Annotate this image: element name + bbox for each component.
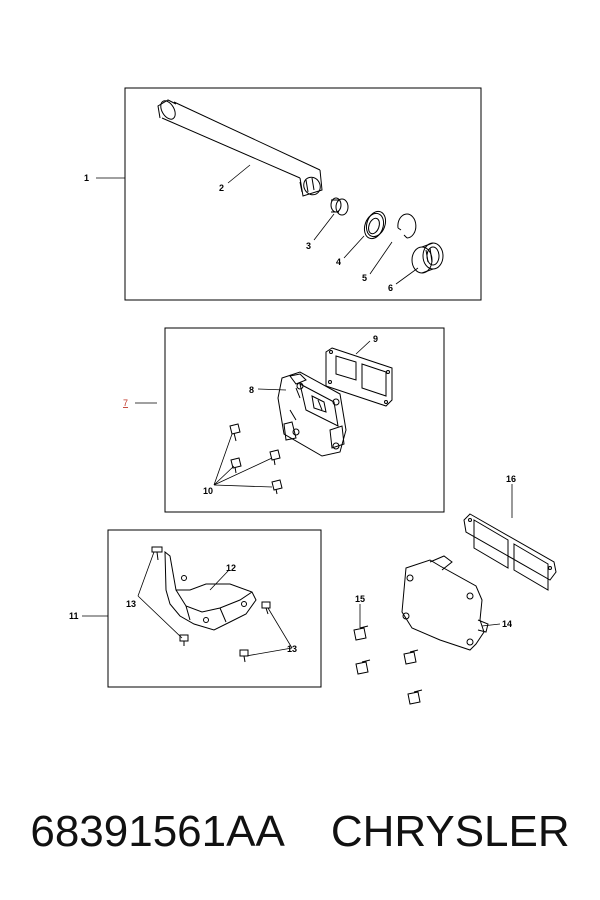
snap-ring-drawing xyxy=(397,213,417,239)
brand-name: CHRYSLER xyxy=(330,807,570,856)
group-frame-shaft xyxy=(124,87,482,301)
footer: 68391561AA CHRYSLER xyxy=(0,792,600,872)
callout-2: 2 xyxy=(219,183,224,193)
callout-14: 14 xyxy=(502,619,512,629)
group-frame-module xyxy=(164,327,445,513)
bolts-10-drawing xyxy=(229,423,283,495)
callout-11: 11 xyxy=(69,611,79,621)
group-frame-bracket xyxy=(107,529,322,688)
callout-5: 5 xyxy=(362,273,367,283)
callout-7: 7 xyxy=(123,398,128,408)
leader-lines xyxy=(82,164,513,657)
callout-9: 9 xyxy=(373,334,378,344)
callout-10: 10 xyxy=(203,486,213,496)
gasket-9-drawing xyxy=(325,347,393,407)
studs-13-drawing xyxy=(151,546,271,663)
callout-6: 6 xyxy=(388,283,393,293)
callout-1: 1 xyxy=(84,173,89,183)
callout-8: 8 xyxy=(249,385,254,395)
seal-drawing xyxy=(363,210,387,240)
bracket-12-drawing xyxy=(164,550,257,631)
cover-14-drawing xyxy=(401,555,489,651)
parts-diagram: 1 2 3 4 5 6 7 8 9 10 11 12 13 13 14 15 1… xyxy=(69,87,557,705)
output-shaft-drawing xyxy=(157,99,323,197)
callout-15: 15 xyxy=(355,594,365,604)
part-number: 68391561AA xyxy=(30,807,285,856)
shift-module-8-drawing xyxy=(277,371,347,457)
callout-16: 16 xyxy=(506,474,516,484)
bushing-drawing xyxy=(330,197,349,216)
gasket-16-drawing xyxy=(463,513,557,591)
callout-13-left: 13 xyxy=(126,599,136,609)
sleeve-drawing xyxy=(411,242,444,274)
bolts-15-drawing xyxy=(353,625,423,705)
callout-labels: 1 2 3 4 5 6 7 8 9 10 11 12 13 13 14 15 1… xyxy=(69,173,516,654)
callout-12: 12 xyxy=(226,563,236,573)
callout-3: 3 xyxy=(306,241,311,251)
callout-4: 4 xyxy=(336,257,341,267)
callout-13-right: 13 xyxy=(287,644,297,654)
